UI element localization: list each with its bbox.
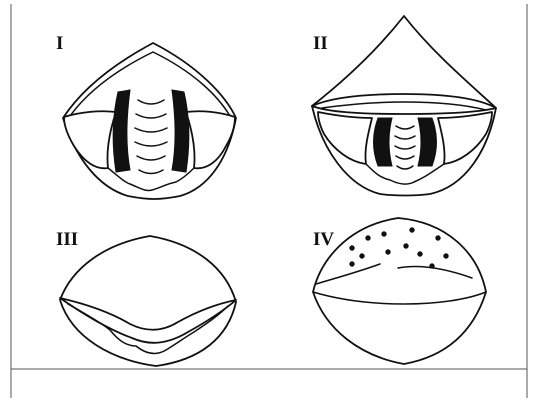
dot bbox=[418, 252, 422, 256]
panel-1-left-fold bbox=[64, 111, 116, 168]
panel-2-right-vocal-cord bbox=[418, 118, 437, 166]
dot bbox=[360, 254, 364, 258]
panel-2-left-vocal-cord bbox=[374, 118, 393, 166]
panel-3-outer-outline bbox=[60, 236, 236, 366]
panel-1: I bbox=[56, 33, 236, 199]
panel-2-right-fold bbox=[438, 112, 492, 164]
dot bbox=[404, 244, 408, 248]
dot bbox=[436, 236, 440, 240]
dot bbox=[410, 228, 414, 232]
panel-label-3: III bbox=[56, 229, 78, 250]
panel-4-outer-outline bbox=[313, 218, 486, 364]
dot bbox=[386, 250, 390, 254]
dot bbox=[350, 246, 354, 250]
panel-4: IV bbox=[313, 218, 486, 364]
panel-3: III bbox=[56, 229, 236, 366]
panel-2: II bbox=[312, 16, 496, 196]
dot bbox=[444, 254, 448, 258]
panel-label-4: IV bbox=[313, 229, 334, 250]
panel-2-left-fold bbox=[318, 112, 372, 164]
dot bbox=[366, 236, 370, 240]
panel-label-2: II bbox=[313, 33, 328, 54]
dot bbox=[350, 262, 354, 266]
dot bbox=[382, 232, 386, 236]
panel-label-1: I bbox=[56, 33, 63, 54]
dot bbox=[430, 264, 434, 268]
